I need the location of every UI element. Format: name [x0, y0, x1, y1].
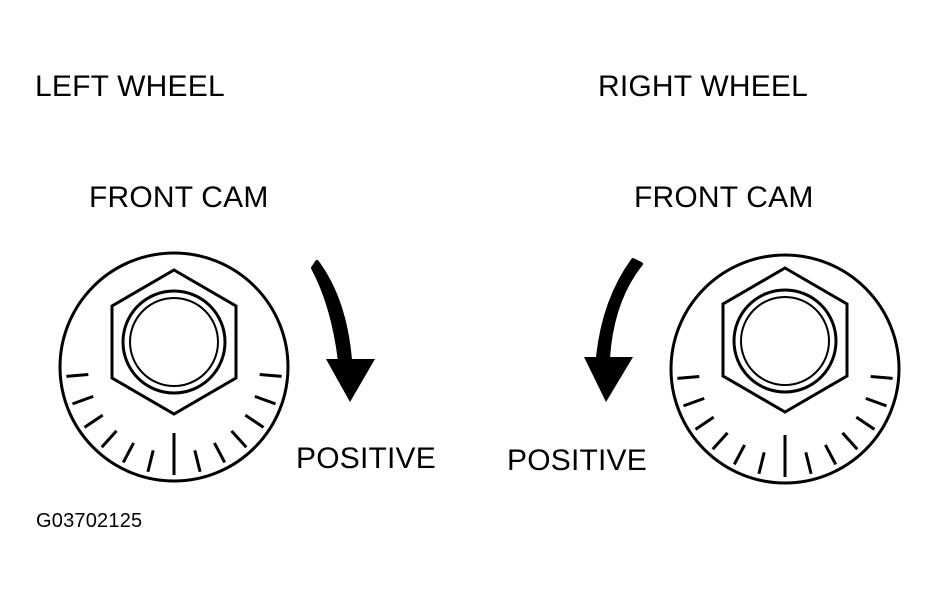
right-cam-hex-nut: [721, 266, 849, 414]
scale-tick: [711, 431, 729, 451]
scale-tick: [757, 452, 766, 475]
scale-tick: [146, 450, 155, 473]
right-cam-bolt-outer: [732, 288, 838, 394]
scale-tick: [870, 375, 893, 380]
scale-tick: [259, 373, 282, 378]
left-cam-hex-nut: [110, 268, 238, 416]
right-wheel-heading: RIGHT WHEEL: [598, 70, 809, 103]
scale-tick: [855, 415, 876, 431]
scale-tick: [100, 429, 118, 449]
scale-tick: [732, 444, 746, 466]
scale-tick: [71, 394, 94, 406]
right-cam-disc: [669, 253, 901, 485]
scale-tick: [804, 452, 813, 475]
right-positive-arrow-icon: [584, 258, 643, 402]
scale-tick: [865, 396, 888, 408]
left-cam-bolt-inner: [129, 297, 219, 387]
scale-tick: [841, 431, 859, 451]
left-cam-scale-ticks: [66, 373, 282, 475]
right-cam: [669, 253, 901, 485]
right-front-cam-label: FRONT CAM: [634, 181, 814, 214]
right-positive-label: POSITIVE: [507, 444, 647, 477]
scale-tick: [66, 373, 89, 378]
left-cam: [58, 251, 290, 483]
right-cam-scale-ticks: [677, 375, 893, 477]
scale-tick: [83, 413, 104, 429]
left-wheel-heading: LEFT WHEEL: [35, 70, 225, 103]
scale-tick: [694, 415, 715, 431]
scale-tick: [193, 450, 202, 473]
scale-tick: [254, 394, 277, 406]
scale-tick: [213, 442, 227, 464]
scale-tick: [682, 396, 705, 408]
scale-tick: [244, 413, 265, 429]
left-cam-disc: [58, 251, 290, 483]
scale-tick: [230, 429, 248, 449]
scale-tick: [824, 444, 838, 466]
figure-id: G03702125: [36, 510, 143, 532]
scale-tick: [677, 375, 700, 380]
left-front-cam-label: FRONT CAM: [89, 181, 269, 214]
left-positive-arrow-icon: [311, 260, 375, 402]
scale-tick: [121, 442, 135, 464]
left-cam-bolt-outer: [121, 289, 227, 395]
right-cam-bolt-inner: [740, 296, 830, 386]
left-positive-label: POSITIVE: [296, 442, 436, 475]
